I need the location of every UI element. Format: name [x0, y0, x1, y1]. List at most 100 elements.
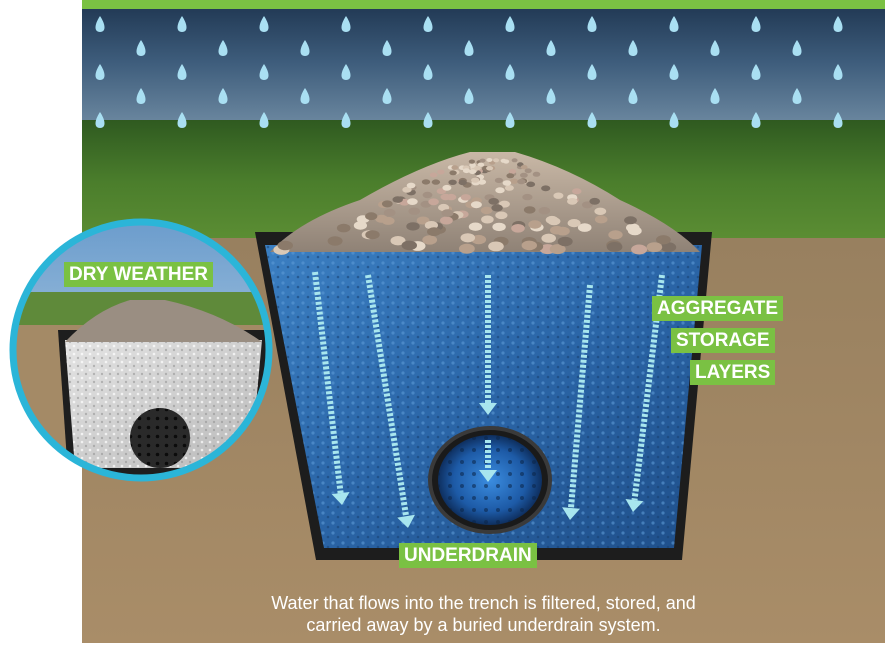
- rain-drop-icon: [710, 88, 720, 104]
- rain-drop-icon: [341, 112, 351, 128]
- pebble: [448, 179, 457, 185]
- rain-drop-icon: [833, 64, 843, 80]
- pebble: [353, 221, 367, 230]
- caption: Water that flows into the trench is filt…: [82, 592, 885, 636]
- pebble: [660, 242, 677, 253]
- rain-drop-icon: [177, 64, 187, 80]
- pebble: [477, 162, 485, 167]
- pebble: [523, 206, 536, 214]
- rain-drop-icon: [300, 40, 310, 56]
- flow-arrow-icon: [479, 275, 497, 415]
- rain-drop-icon: [136, 40, 146, 56]
- pebble: [365, 212, 378, 221]
- underdrain-label: UNDERDRAIN: [399, 543, 537, 568]
- rain-drop-icon: [464, 88, 474, 104]
- rain-drop-icon: [628, 40, 638, 56]
- pebble: [451, 165, 459, 170]
- pebble: [589, 197, 600, 205]
- rain-drop-icon: [95, 112, 105, 128]
- pebble: [656, 235, 671, 245]
- rain-drop-icon: [669, 16, 679, 32]
- rain-drops: [95, 16, 843, 128]
- pebble: [495, 211, 508, 220]
- pebble: [470, 201, 482, 209]
- pebble: [624, 216, 637, 225]
- rain-drop-icon: [95, 64, 105, 80]
- rain-drop-icon: [833, 112, 843, 128]
- pebble: [277, 240, 293, 251]
- aggregate-label-line3: LAYERS: [690, 360, 776, 385]
- pebble: [438, 203, 450, 212]
- pebble: [402, 186, 412, 193]
- pebble: [495, 187, 505, 194]
- pebble: [486, 158, 493, 162]
- pebble: [509, 178, 519, 184]
- rain-drop-icon: [218, 88, 228, 104]
- rain-drop-icon: [505, 112, 515, 128]
- pebble: [383, 208, 396, 217]
- pebble: [431, 179, 441, 185]
- pebble: [492, 222, 506, 232]
- inset-pipe-icon: [130, 408, 190, 468]
- rain-drop-icon: [587, 16, 597, 32]
- pebble: [517, 178, 526, 185]
- pebble: [541, 185, 551, 192]
- pebble: [606, 242, 623, 252]
- rain-drop-icon: [669, 112, 679, 128]
- pebble: [471, 177, 480, 183]
- rain-drop-icon: [341, 64, 351, 80]
- pebble: [427, 227, 441, 237]
- pebble: [442, 184, 452, 191]
- stone-cap-pebbles: [273, 158, 677, 255]
- pebble: [553, 192, 564, 199]
- pebble: [557, 236, 573, 247]
- pebble: [577, 223, 592, 232]
- pebble: [468, 159, 475, 164]
- rain-drop-icon: [833, 16, 843, 32]
- pebble: [390, 236, 406, 246]
- rain-drop-icon: [177, 16, 187, 32]
- pebble: [550, 225, 564, 235]
- pebble: [521, 240, 537, 251]
- rain-drop-icon: [792, 88, 802, 104]
- pebble: [459, 243, 475, 254]
- sky: [82, 0, 885, 125]
- rain-drop-icon: [136, 88, 146, 104]
- pebble: [469, 169, 477, 175]
- pebble: [424, 221, 438, 230]
- pebble: [511, 158, 518, 163]
- rain-drop-icon: [505, 16, 515, 32]
- pebble: [502, 180, 512, 186]
- pebble: [408, 207, 421, 215]
- rain-drop-icon: [587, 112, 597, 128]
- pebble: [646, 242, 663, 253]
- rain-drop-icon: [751, 64, 761, 80]
- pebble: [631, 244, 648, 255]
- dry-weather-label: DRY WEATHER: [64, 262, 213, 287]
- pebble: [422, 235, 438, 245]
- rain-drop-icon: [423, 64, 433, 80]
- rain-drop-icon: [669, 64, 679, 80]
- top-accent-strip: [82, 0, 885, 9]
- pebble: [538, 207, 551, 215]
- pebble: [365, 230, 380, 240]
- pebble: [594, 207, 607, 215]
- pebble: [480, 206, 493, 215]
- pebble: [429, 172, 438, 178]
- rain-drop-icon: [382, 88, 392, 104]
- pebble: [532, 171, 541, 177]
- pebble: [508, 169, 517, 174]
- rain-drop-icon: [546, 40, 556, 56]
- pebble: [469, 162, 476, 168]
- stone-cap: [270, 152, 700, 252]
- rain-drop-icon: [259, 112, 269, 128]
- caption-line-1: Water that flows into the trench is filt…: [271, 593, 696, 613]
- pebble: [406, 222, 420, 231]
- flow-arrow-icon: [479, 440, 497, 482]
- rain-drop-icon: [710, 40, 720, 56]
- pebble: [504, 185, 514, 191]
- rain-drop-icon: [628, 88, 638, 104]
- rain-drop-icon: [423, 16, 433, 32]
